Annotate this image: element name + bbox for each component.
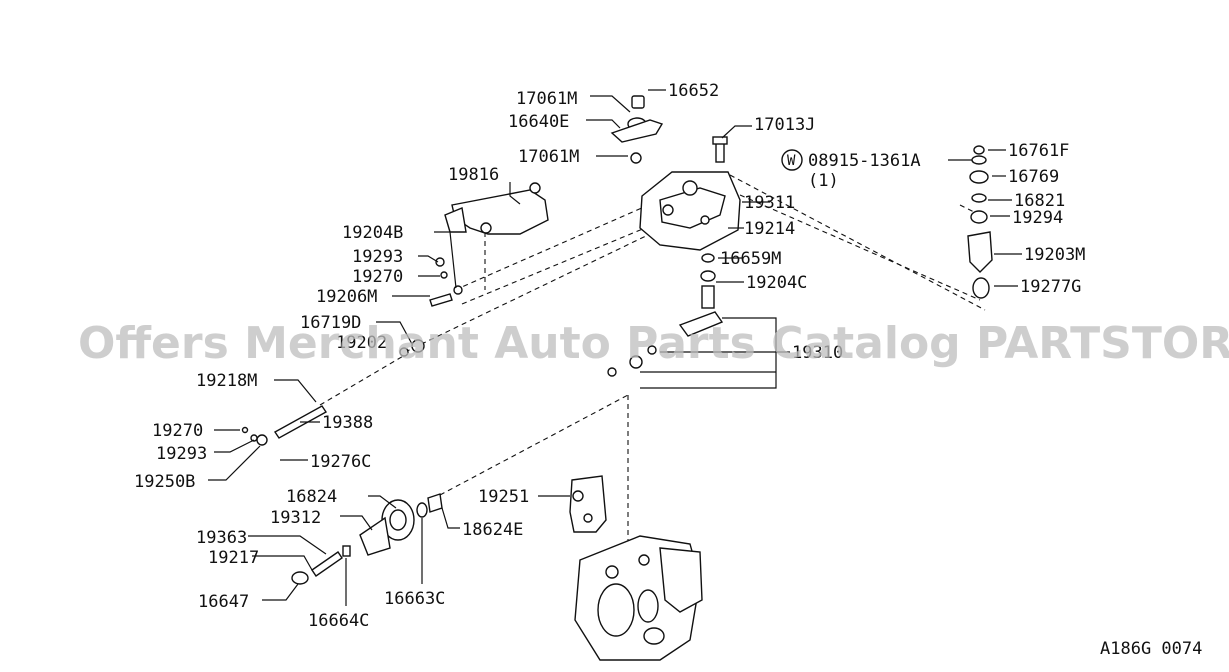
watermark-text: Offers Merchant Auto Parts Catalog PARTS… — [78, 318, 1229, 369]
choke-lever-bracket — [444, 182, 549, 235]
assembly-dashed-lines — [319, 174, 986, 545]
label-19363[interactable]: 19363 — [196, 528, 247, 548]
label-19270-lower[interactable]: 19270 — [152, 421, 203, 441]
label-19311[interactable]: 19311 — [744, 193, 795, 213]
leader-lines — [208, 89, 1022, 606]
label-16640E[interactable]: 16640E — [508, 112, 569, 132]
label-19276C[interactable]: 19276C — [310, 452, 371, 472]
label-16659M[interactable]: 16659M — [720, 249, 781, 269]
carburetor-body — [574, 535, 703, 661]
label-17061M-lower[interactable]: 17061M — [518, 147, 579, 167]
label-16761F[interactable]: 16761F — [1008, 141, 1069, 161]
label-19388[interactable]: 19388 — [322, 413, 373, 433]
part-labels: 17061M 16652 16640E 17013J 17061M 19816 … — [134, 81, 1085, 631]
idle-screw — [712, 136, 728, 163]
label-16719D[interactable]: 16719D — [300, 313, 361, 333]
label-17013J[interactable]: 17013J — [754, 115, 815, 135]
label-17061M-upper[interactable]: 17061M — [516, 89, 577, 109]
label-19250B[interactable]: 19250B — [134, 472, 195, 492]
label-16664C[interactable]: 16664C — [308, 611, 369, 631]
label-16652[interactable]: 16652 — [668, 81, 719, 101]
label-08915-quantity: (1) — [808, 171, 839, 191]
label-19218M[interactable]: 19218M — [196, 371, 257, 391]
label-19310[interactable]: 19310 — [792, 343, 843, 363]
label-16824[interactable]: 16824 — [286, 487, 337, 507]
choke-cover-body — [639, 171, 741, 251]
label-19202[interactable]: 19202 — [336, 333, 387, 353]
label-19203M[interactable]: 19203M — [1024, 245, 1085, 265]
label-19816[interactable]: 19816 — [448, 165, 499, 185]
label-16647[interactable]: 16647 — [198, 592, 249, 612]
label-19206M[interactable]: 19206M — [316, 287, 377, 307]
link-rod-small-parts — [399, 257, 463, 357]
label-18624E[interactable]: 18624E — [462, 520, 523, 540]
throttle-lever-assembly — [610, 95, 664, 164]
label-19217[interactable]: 19217 — [208, 548, 259, 568]
label-19277G[interactable]: 19277G — [1020, 277, 1081, 297]
label-19204C[interactable]: 19204C — [746, 273, 807, 293]
label-19251[interactable]: 19251 — [478, 487, 529, 507]
washer-symbol-letter: W — [787, 153, 796, 169]
label-16663C[interactable]: 16663C — [384, 589, 445, 609]
bracket-19251 — [569, 475, 607, 533]
link-rod-19218M — [241, 405, 328, 446]
bracket-19310 — [640, 317, 790, 389]
label-19270-upper[interactable]: 19270 — [352, 267, 403, 287]
right-side-stack — [781, 145, 993, 299]
label-19293-upper[interactable]: 19293 — [352, 247, 403, 267]
diaphragm-valve-parts — [607, 253, 724, 377]
label-08915-1361A[interactable]: 08915-1361A — [808, 151, 921, 171]
label-19204B[interactable]: 19204B — [342, 223, 403, 243]
label-19312[interactable]: 19312 — [270, 508, 321, 528]
label-16769[interactable]: 16769 — [1008, 167, 1059, 187]
figure-code: A186G 0074 — [1100, 639, 1202, 659]
label-19293-lower[interactable]: 19293 — [156, 444, 207, 464]
pump-diaphragm-assembly — [291, 493, 443, 585]
label-19294[interactable]: 19294 — [1012, 208, 1063, 228]
label-19214[interactable]: 19214 — [744, 219, 795, 239]
label-16821[interactable]: 16821 — [1014, 191, 1065, 211]
washer-symbol-icon — [781, 149, 803, 171]
